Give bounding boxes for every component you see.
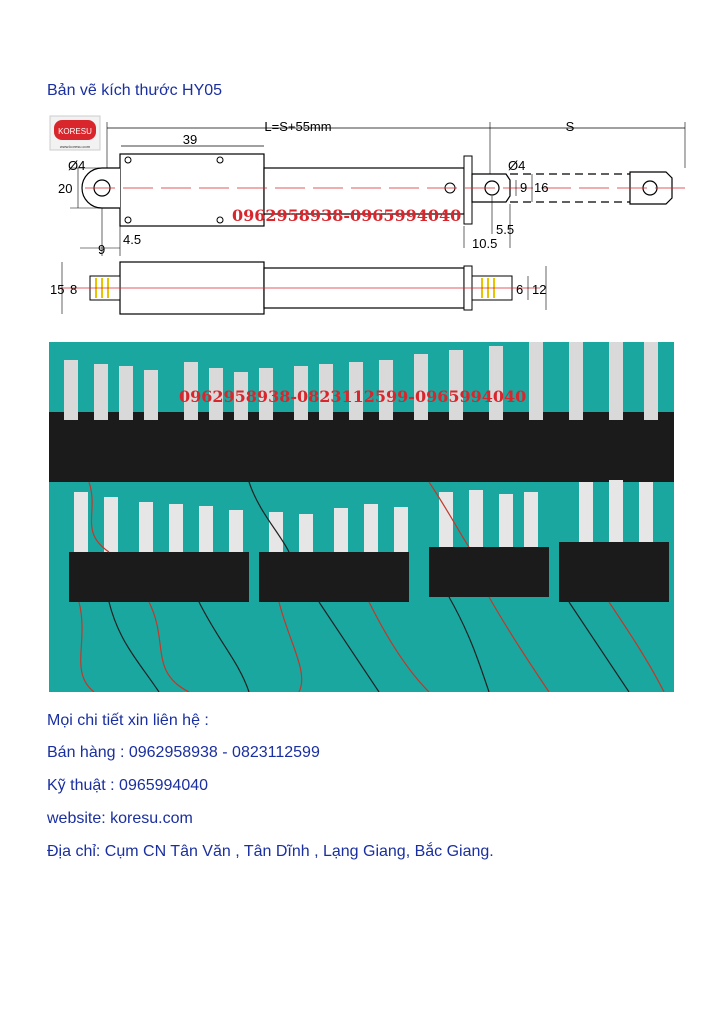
label-12: 12 [532,282,546,297]
label-hole-left: Ø4 [68,158,85,173]
watermark-drawing: 0962958938-0965994040 [232,206,461,225]
label-length: L=S+55mm [264,119,331,134]
label-16: 16 [534,180,548,195]
label-9-bottom: 9 [98,242,105,257]
label-hole-right: Ø4 [508,158,525,173]
actuators-back-row [49,342,674,482]
koresu-logo: KORESU www.koresu.com [49,115,101,151]
logo-url: www.koresu.com [60,144,91,149]
label-4-5: 4.5 [123,232,141,247]
contact-website[interactable]: website: koresu.com [47,810,193,827]
label-15: 15 [50,282,64,297]
label-6: 6 [516,282,523,297]
contact-address: Địa chỉ: Cụm CN Tân Văn , Tân Dĩnh , Lạn… [47,843,494,860]
label-20: 20 [58,181,72,196]
label-9-right: 9 [520,180,527,195]
label-8: 8 [70,282,77,297]
actuators-front-row [69,480,669,602]
page-title: Bản vẽ kích thước HY05 [47,82,223,99]
dimension-drawing: KORESU www.koresu.com L=S+55mm S 39 Ø4 2… [49,115,686,315]
contact-tech: Kỹ thuật : 0965994040 [47,777,209,794]
logo-name: KORESU [58,127,92,136]
label-stroke: S [566,119,575,134]
wires [78,481,665,692]
label-39: 39 [183,132,197,147]
contact-sales: Bán hàng : 0962958938 - 0823112599 [47,744,320,761]
label-10-5: 10.5 [472,236,497,251]
contact-intro: Mọi chi tiết xin liên hệ : [47,712,209,729]
watermark-photo: 0962958938-0823112599-0965994040 [179,387,526,406]
product-photo: 0962958938-0823112599-0965994040 [49,342,674,692]
label-5-5: 5.5 [496,222,514,237]
